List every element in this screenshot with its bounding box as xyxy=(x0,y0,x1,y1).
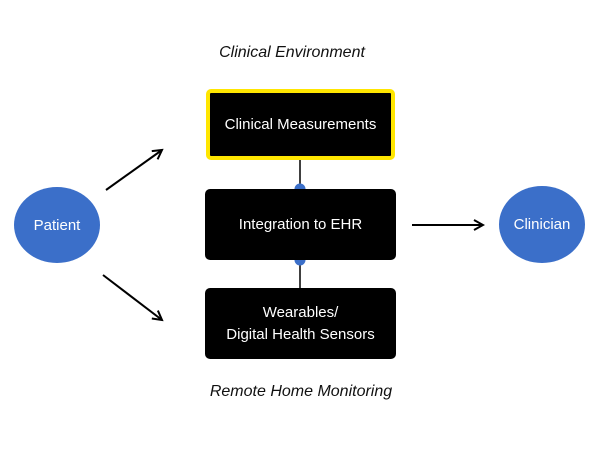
caption-clinical-environment: Clinical Environment xyxy=(219,44,365,61)
clinical-measurements-label: Clinical Measurements xyxy=(224,115,377,133)
clinician-label: Clinician xyxy=(513,216,571,233)
patient-node: Patient xyxy=(14,187,100,263)
caption-remote-home-monitoring: Remote Home Monitoring xyxy=(209,383,393,400)
wearables-label-line2: Digital Health Sensors xyxy=(226,325,375,343)
clinician-node: Clinician xyxy=(499,186,585,263)
patient-label: Patient xyxy=(33,216,81,234)
wearables-label-line1: Wearables/ xyxy=(262,303,339,321)
arrow-patient-to-clinical xyxy=(105,150,162,191)
ehr-integration-label: Integration to EHR xyxy=(238,215,363,233)
arrow-patient-to-wearables xyxy=(102,274,162,320)
clinical-measurements-box: Clinical Measurements xyxy=(206,89,395,160)
ehr-integration-box: Integration to EHR xyxy=(205,189,396,260)
wearables-sensors-box: Wearables/ Digital Health Sensors xyxy=(205,288,396,359)
